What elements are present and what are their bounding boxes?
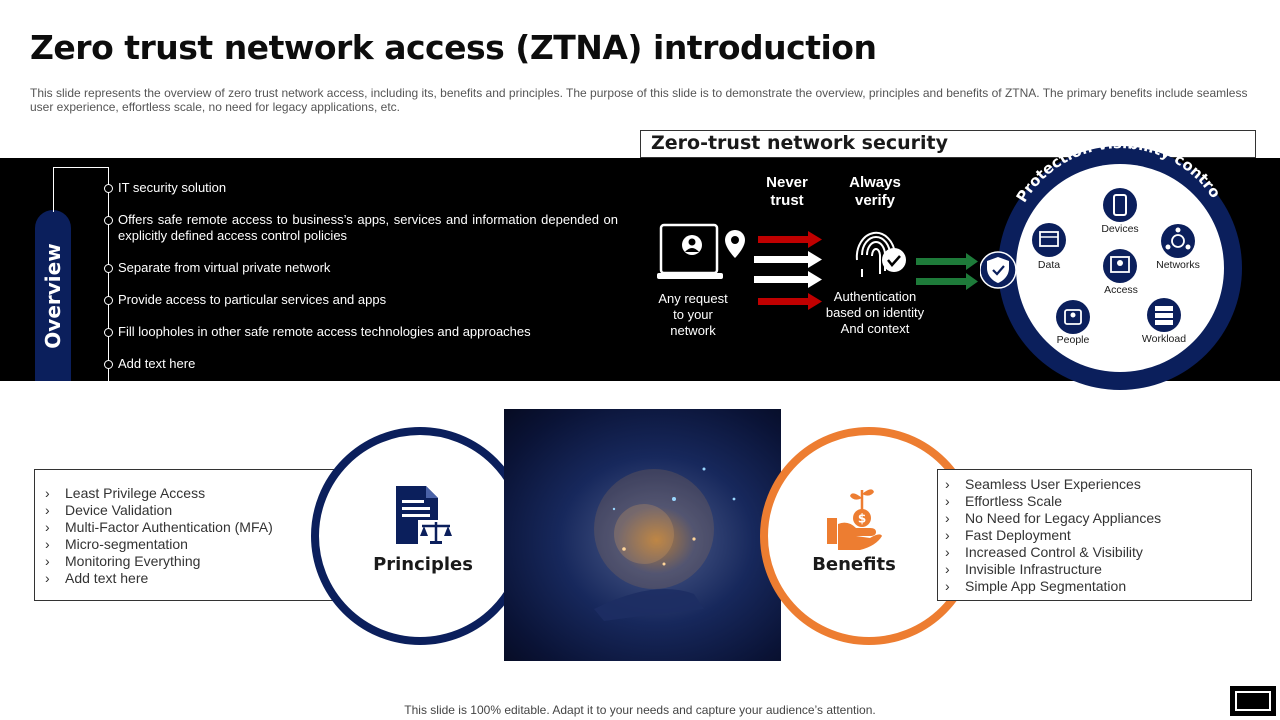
never-trust-label: Never trust (766, 174, 808, 209)
benefit-item: Effortless Scale (945, 493, 1161, 510)
shield-icon (987, 257, 1009, 283)
green-arrow-icon (916, 273, 978, 290)
overview-item: Add text here (118, 356, 196, 371)
overview-item: Provide access to particular services an… (118, 292, 387, 307)
benefit-item: Fast Deployment (945, 527, 1161, 544)
principle-item: Monitoring Everything (45, 553, 273, 570)
data-label: Data (1037, 259, 1061, 271)
timeline-connector (53, 167, 109, 168)
principle-item: Add text here (45, 570, 273, 587)
networks-node-icon (1161, 224, 1195, 258)
zero-trust-flow (657, 223, 978, 310)
overview-item: Offers safe remote access to business’s … (118, 212, 618, 243)
principles-title: Principles (373, 554, 473, 575)
access-label: Access (1104, 284, 1138, 296)
access-node-icon (1103, 249, 1137, 283)
workload-node-icon (1147, 298, 1181, 332)
devices-label: Devices (1101, 223, 1139, 235)
timeline-dot (104, 296, 113, 305)
white-arrow-icon (754, 251, 822, 268)
benefits-list: Seamless User Experiences Effortless Sca… (945, 476, 1161, 595)
timeline-dot (104, 360, 113, 369)
overview-tab (35, 210, 71, 381)
benefit-item: Invisible Infrastructure (945, 561, 1161, 578)
legal-document-icon (396, 486, 454, 546)
principle-item: Least Privilege Access (45, 485, 273, 502)
timeline-dot (104, 264, 113, 273)
network-hand-photo (504, 409, 781, 661)
svg-text:$: $ (858, 512, 866, 526)
green-arrow-icon (916, 253, 978, 270)
white-arrow-icon (754, 271, 822, 288)
timeline-dot (104, 328, 113, 337)
principle-item: Device Validation (45, 502, 273, 519)
check-circle-icon (882, 248, 906, 272)
principle-item: Multi-Factor Authentication (MFA) (45, 519, 273, 536)
people-node-icon (1056, 300, 1090, 334)
people-label: People (1056, 334, 1090, 346)
benefit-item: Seamless User Experiences (945, 476, 1161, 493)
workload-label: Workload (1141, 333, 1187, 345)
benefit-item: Simple App Segmentation (945, 578, 1161, 595)
overview-item: IT security solution (118, 180, 227, 195)
protection-ring: Protection visibility control (980, 133, 1242, 390)
timeline-dot (104, 184, 113, 193)
networks-label: Networks (1156, 259, 1200, 271)
particle-overlay (594, 467, 736, 621)
benefit-item: Increased Control & Visibility (945, 544, 1161, 561)
benefits-title: Benefits (812, 554, 896, 575)
principle-item: Micro-segmentation (45, 536, 273, 553)
overview-item: Separate from virtual private network (118, 260, 331, 275)
money-plant-hand-icon: $ (827, 489, 882, 550)
data-node-icon (1032, 223, 1066, 257)
authentication-label: Authentication based on identity And con… (825, 289, 925, 336)
slide-logo (1230, 686, 1276, 716)
overview-label: Overview (41, 243, 65, 349)
page-subtitle: This slide represents the overview of ze… (30, 86, 1248, 114)
check-icon (887, 255, 901, 267)
overview-item: Fill loopholes in other safe remote acce… (118, 324, 531, 339)
benefit-item: No Need for Legacy Appliances (945, 510, 1161, 527)
red-arrow-icon (758, 231, 822, 248)
devices-node-icon (1103, 188, 1137, 222)
principles-list: Least Privilege Access Device Validation… (45, 485, 273, 587)
footer-note: This slide is 100% editable. Adapt it to… (404, 703, 876, 717)
request-label: Any request to your network (658, 291, 728, 338)
timeline-line (108, 167, 109, 381)
timeline-connector (53, 167, 54, 212)
red-arrow-icon (758, 293, 822, 310)
always-verify-label: Always verify (849, 174, 901, 209)
page-title: Zero trust network access (ZTNA) introdu… (30, 28, 877, 67)
timeline-dot (104, 216, 113, 225)
zero-trust-header-text: Zero-trust network security (651, 132, 949, 154)
laptop-icon (657, 223, 745, 279)
